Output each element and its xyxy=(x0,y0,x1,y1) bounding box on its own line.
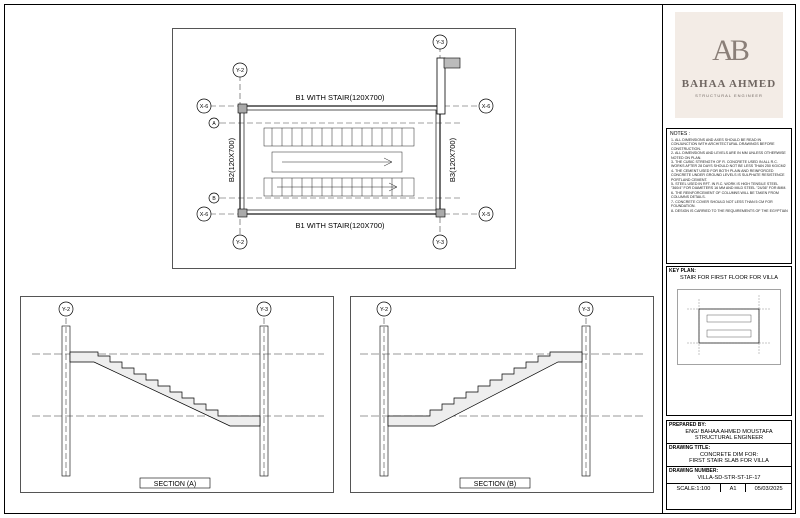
section-b-grid-right: Y-3 xyxy=(582,307,590,313)
section-b-grid-left: Y-2 xyxy=(380,307,388,313)
plan-grid-y3-bottom: Y-3 xyxy=(436,240,444,246)
plan-grid-y3-top: Y-3 xyxy=(436,40,444,46)
logo-monogram: AB xyxy=(712,34,750,67)
stair-plan-view: Y-2 Y-3 Y-2 Y-3 X-6 X-6 X-6 X-5 A B B1 W… xyxy=(172,28,516,269)
drawing-title-line1: CONCRETE DIM FOR: xyxy=(699,452,759,458)
note-item: 1- All dimensions and axes should be rea… xyxy=(671,138,775,151)
plan-column-right-top xyxy=(436,57,446,115)
drawing-number: VILLA-SD-STR-ST-1F-17 xyxy=(697,475,761,481)
plan-grid-y2-bottom: Y-2 xyxy=(236,240,244,246)
key-plan-label: KEY PLAN: xyxy=(669,268,696,274)
notes-title: NOTES : xyxy=(670,131,691,137)
drawing-number-label: DRAWING NUMBER: xyxy=(669,468,719,474)
section-a-title: SECTION (A) xyxy=(154,481,196,488)
drawing-title-line2: FIRST STAIR SLAB FOR VILLA xyxy=(689,458,769,464)
section-a-view: Y-2 Y-3 SECTION (A) xyxy=(20,296,334,493)
plan-beam-right-label: B3(120X700) xyxy=(448,137,457,182)
company-logo: AB BAHAA AHMED STRUCTURAL ENGINEER xyxy=(675,12,783,118)
plan-column-left xyxy=(237,103,248,114)
prepared-by-label: PREPARED BY: xyxy=(669,422,707,428)
plan-beam-bottom-label: B1 WITH STAIR(120X700) xyxy=(295,221,385,230)
note-item: 2- All dimensions and levels are in MM u… xyxy=(671,151,786,160)
drawing-date: 05/03/2025 xyxy=(754,486,783,492)
drawing-title-label: DRAWING TITLE: xyxy=(669,445,711,451)
plan-grid-x6-right: X-6 xyxy=(482,104,491,110)
note-item: 3- The cubic strength of R. concrete use… xyxy=(671,160,786,169)
logo-name: BAHAA AHMED xyxy=(681,78,777,90)
plan-beam-top-label: B1 WITH STAIR(120X700) xyxy=(295,93,385,102)
key-plan-value: STAIR FOR FIRST FLOOR FOR VILLA xyxy=(679,275,778,281)
sheet-border xyxy=(4,4,796,514)
prepared-by-role: STRUCTURAL ENGINEER xyxy=(694,435,764,441)
plan-beam-left-label: B2(120X700) xyxy=(227,137,236,182)
key-plan-box: KEY PLAN: STAIR FOR FIRST FLOOR FOR VILL… xyxy=(666,266,792,416)
drawing-scale: SCALE:1:100 xyxy=(667,484,721,492)
plan-grid-x5: X-5 xyxy=(482,212,491,218)
note-item: 4- The cement used for both plain and re… xyxy=(671,168,785,182)
note-item: 6- The reinforcement of columns will be … xyxy=(671,190,779,200)
plan-grid-x6-left-top: X-6 xyxy=(200,104,209,110)
title-block: AB BAHAA AHMED STRUCTURAL ENGINEER NOTES… xyxy=(662,4,796,514)
section-b-view: Y-2 Y-3 SECTION (B) xyxy=(350,296,654,493)
plan-grid-a: A xyxy=(212,121,216,127)
drawing-info-box: PREPARED BY: ENG/ BAHAA AHMED MOUSTAFA S… xyxy=(666,420,792,510)
notes-list: 1- All dimensions and axes should be rea… xyxy=(667,138,791,213)
note-item: 8- Design is carried to the requirements… xyxy=(671,208,788,213)
note-item: 7- Concrete cover should not less than 5… xyxy=(671,199,773,209)
prepared-by-name: ENG/ BAHAA AHMED MOUSTAFA xyxy=(685,429,773,435)
sheet-size: A1 xyxy=(721,484,747,492)
notes-box: NOTES : 1- All dimensions and axes shoul… xyxy=(666,128,792,264)
section-a-grid-left: Y-2 xyxy=(62,307,70,313)
logo-subtitle: STRUCTURAL ENGINEER xyxy=(695,93,763,98)
section-a-grid-right: Y-3 xyxy=(260,307,268,313)
plan-grid-y2-top: Y-2 xyxy=(236,68,244,74)
section-b-title: SECTION (B) xyxy=(474,481,516,488)
key-plan-thumbnail xyxy=(677,289,781,365)
plan-grid-b: B xyxy=(212,196,216,202)
plan-grid-x6-left-bottom: X-6 xyxy=(200,212,209,218)
note-item: 5- Steel used in RFT. in R.C. work is hi… xyxy=(671,182,787,191)
